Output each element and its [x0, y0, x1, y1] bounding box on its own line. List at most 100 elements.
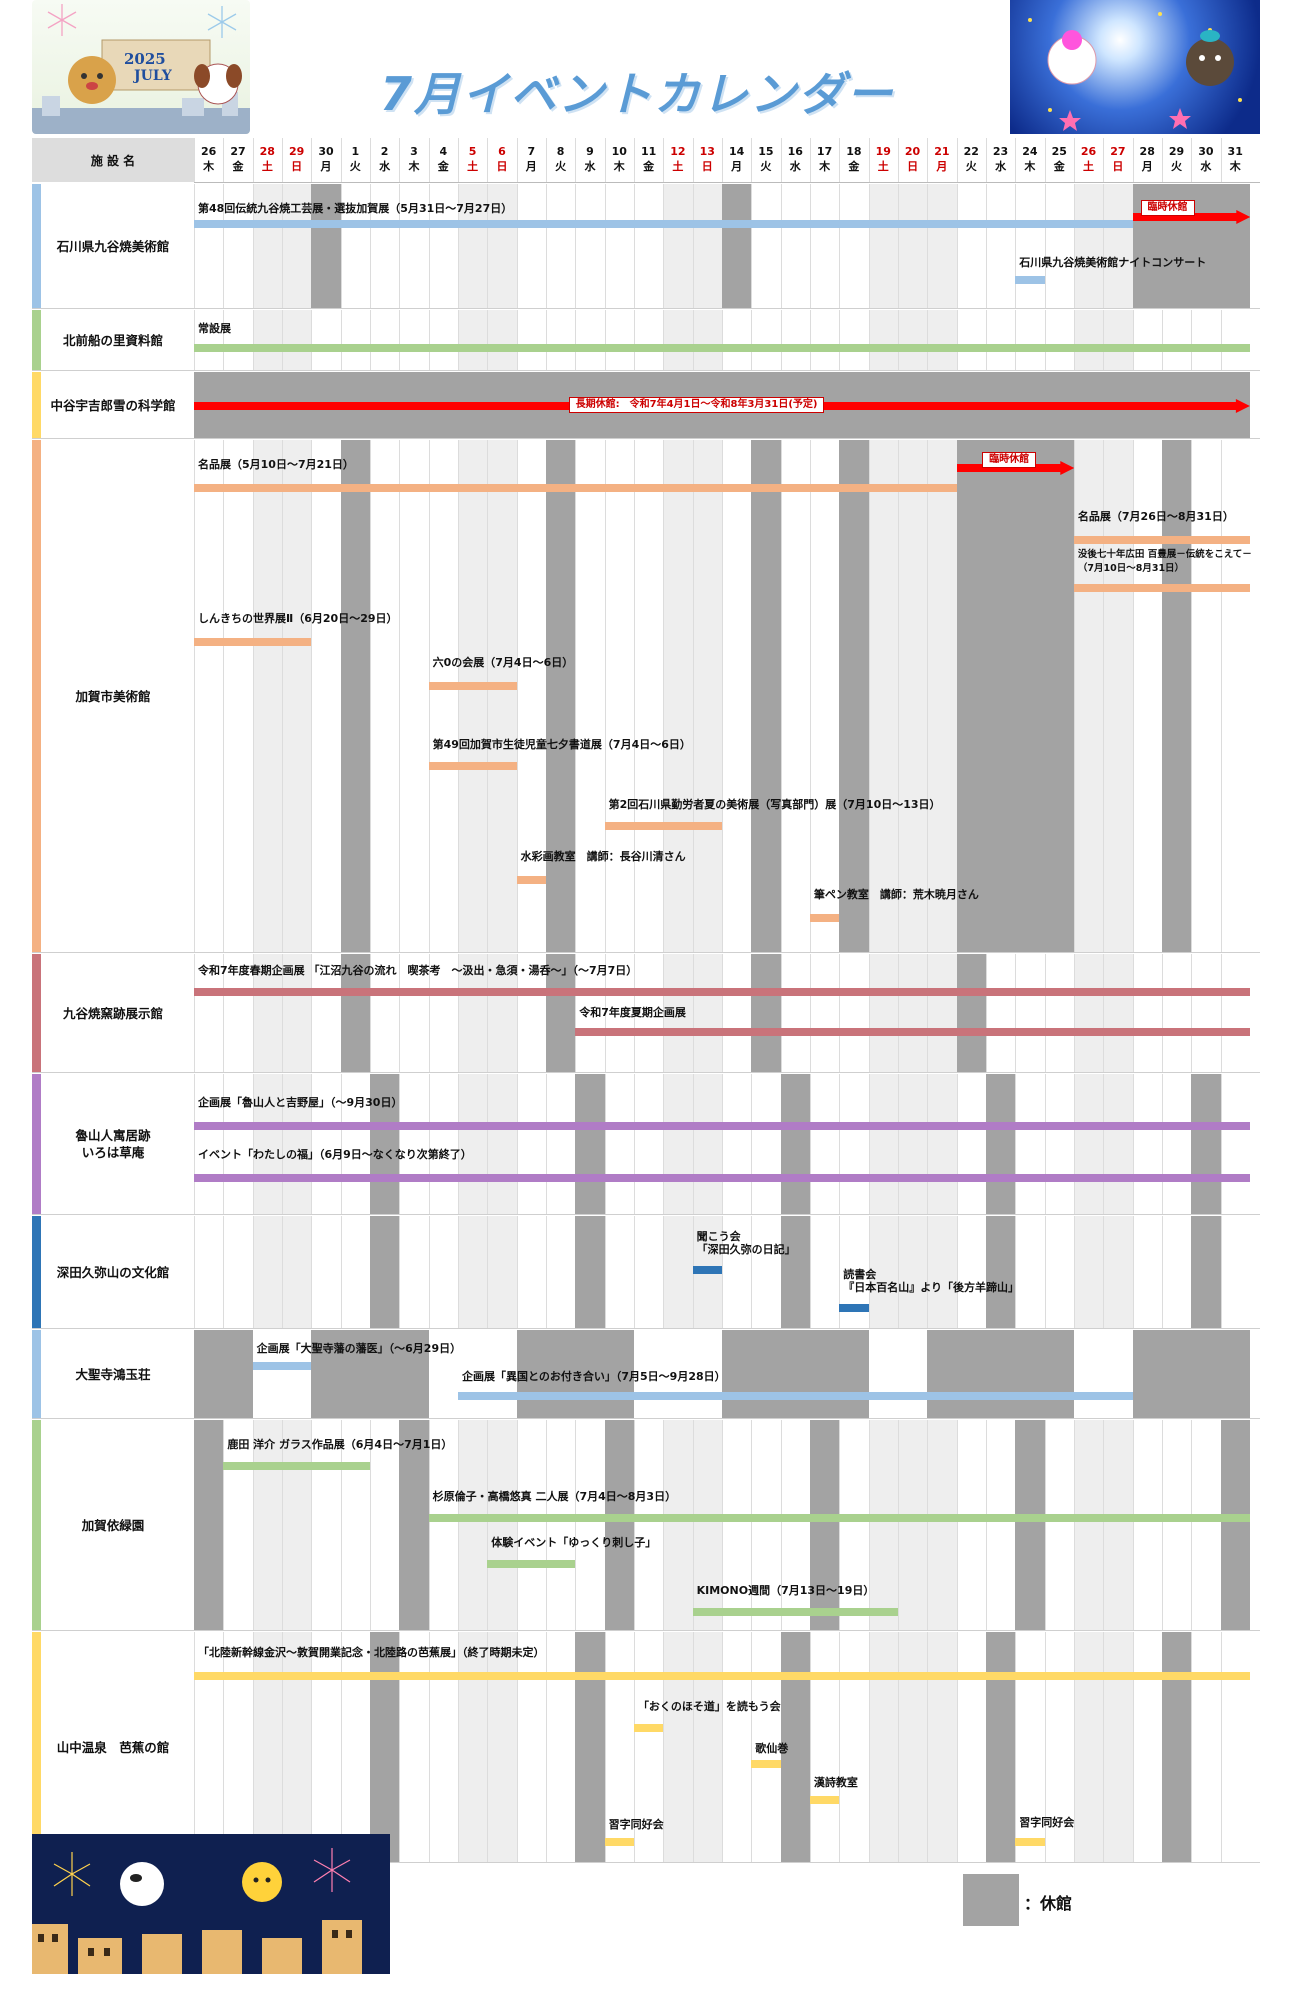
facility-row: 加賀市美術館名品展（5月10日～7月21日）名品展（7月26日～8月31日）没後… [32, 440, 1260, 953]
closed-block [340, 440, 370, 952]
day-divider [399, 1074, 401, 1214]
closed-block [956, 954, 986, 1072]
day-divider [1044, 310, 1046, 370]
day-divider [751, 1216, 753, 1328]
day-divider [663, 1420, 665, 1630]
day-divider [1044, 954, 1046, 1072]
weekend-cell [281, 1632, 312, 1862]
day-divider [575, 184, 577, 308]
weekend-cell [868, 954, 898, 1072]
day-divider [1220, 440, 1222, 952]
weekend-cell [1103, 954, 1133, 1072]
weekend-cell [252, 1216, 282, 1328]
day-divider [897, 1420, 899, 1630]
day-divider [604, 310, 606, 370]
weekend-cell [868, 440, 898, 952]
closed-block [545, 440, 576, 952]
closed-block [780, 1074, 810, 1214]
day-divider [457, 1074, 459, 1214]
facility-color-strip [32, 372, 41, 438]
day-divider [721, 1632, 723, 1862]
event-label: KIMONO週間（7月13日～19日） [696, 1584, 875, 1597]
weekend-cell [663, 310, 693, 370]
day-divider [633, 1216, 635, 1328]
day-weekday: 金 [437, 160, 449, 173]
day-divider [223, 184, 225, 308]
day-divider [1161, 954, 1163, 1072]
event-label: 名品展（5月10日～7月21日） [198, 458, 354, 471]
event-bar [457, 1392, 1133, 1400]
day-divider [868, 1632, 870, 1862]
day-divider [839, 310, 841, 370]
closure-tag: 臨時休館 [982, 452, 1037, 468]
event-label: 漢詩教室 [813, 1776, 858, 1789]
day-weekday: 木 [203, 160, 215, 173]
weekend-cell [1073, 440, 1104, 952]
header-bar [194, 138, 1260, 183]
day-number: 26 [1080, 145, 1097, 158]
weekend-cell [487, 954, 517, 1072]
day-divider [1132, 954, 1134, 1072]
weekend-cell [927, 440, 957, 952]
day-divider [751, 310, 753, 370]
day-divider [428, 1074, 430, 1214]
day-weekday: 土 [877, 160, 889, 173]
banner-bottom [32, 1834, 390, 1974]
day-divider [281, 310, 283, 370]
day-divider [721, 954, 723, 1072]
closed-block [1191, 1074, 1221, 1214]
day-divider [751, 138, 753, 182]
weekend-cell [457, 1216, 488, 1328]
day-number: 14 [728, 145, 745, 158]
day-divider [633, 138, 635, 182]
day-divider [956, 138, 958, 182]
weekend-cell [457, 954, 488, 1072]
day-divider [399, 138, 401, 182]
header-facility-label: 施 設 名 [32, 138, 194, 182]
weekend-cell [868, 310, 898, 370]
weekend-cell [927, 1216, 957, 1328]
day-weekday: 木 [819, 160, 831, 173]
closed-block [985, 1216, 1016, 1328]
closed-block [604, 1420, 634, 1630]
weekend-cell [252, 1074, 282, 1214]
day-divider [751, 1420, 753, 1630]
event-bar [1015, 1838, 1045, 1846]
closed-block [340, 954, 370, 1072]
event-label: 常設展 [198, 322, 231, 335]
day-divider [281, 1420, 283, 1630]
day-divider [604, 954, 606, 1072]
weekend-cell [663, 184, 693, 308]
day-divider [223, 1216, 225, 1328]
day-divider [399, 310, 401, 370]
day-divider [1220, 1074, 1222, 1214]
closure-tag: 長期休館: 令和7年4月1日～令和8年3月31日(予定) [568, 397, 825, 413]
event-bar [516, 876, 546, 884]
event-label: 没後七十年広田 百豊展－伝統をこえて－ （7月10日～8月31日） [1077, 549, 1252, 574]
day-divider [399, 440, 401, 952]
day-divider [516, 1216, 518, 1328]
day-weekday: 木 [613, 160, 625, 173]
day-divider [1191, 138, 1193, 182]
day-divider [692, 138, 694, 182]
day-divider [868, 310, 870, 370]
event-label: 「北陸新幹線金沢～敦賀開業記念・北陸路の芭蕉展」（終了時期未定） [198, 1646, 545, 1659]
day-divider [897, 954, 899, 1072]
day-weekday: 水 [995, 160, 1007, 173]
event-label: 水彩画教室 講師：長谷川清さん [520, 850, 686, 863]
day-divider [1161, 1420, 1163, 1630]
day-divider [575, 954, 577, 1072]
night-town-decoration [32, 1848, 362, 1974]
day-divider [545, 1216, 547, 1328]
day-divider [692, 1420, 694, 1630]
day-divider [868, 1074, 870, 1214]
day-divider [1132, 1074, 1134, 1214]
facility-color-strip [32, 1632, 41, 1862]
day-divider [487, 1632, 489, 1862]
event-bar [223, 1462, 370, 1470]
